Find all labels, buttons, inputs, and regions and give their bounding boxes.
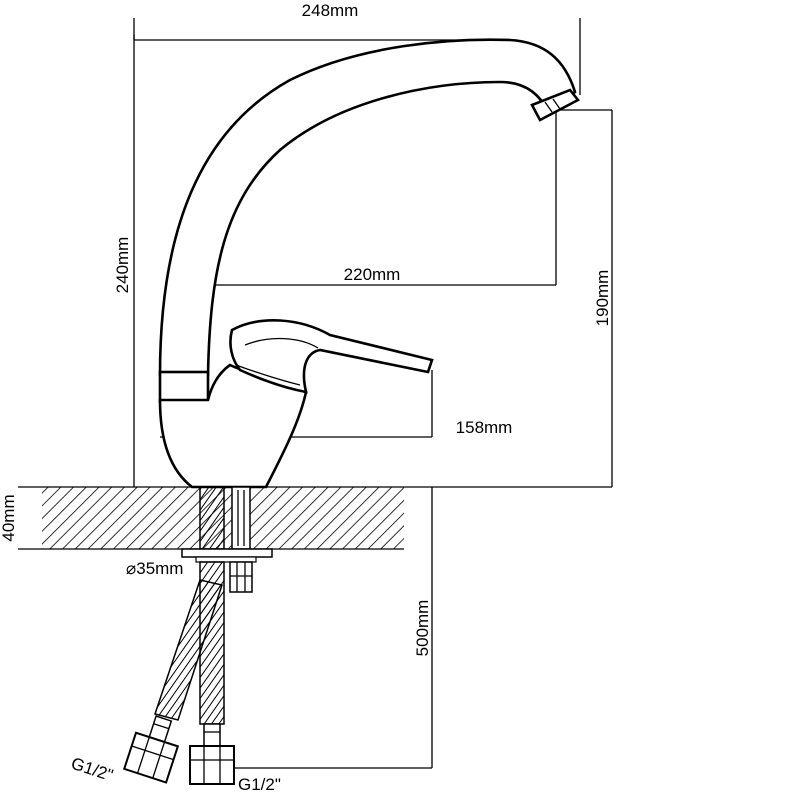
mounting-nut	[229, 561, 253, 593]
fitting-left	[122, 715, 180, 784]
dim-40: 40mm	[0, 494, 18, 541]
dim-240: 240mm	[113, 237, 132, 294]
dim-220: 220mm	[344, 265, 401, 284]
fitting-right	[189, 723, 235, 785]
dim-35: ⌀35mm	[126, 559, 183, 578]
extension-lines	[18, 18, 613, 769]
hose-left-top	[199, 486, 225, 550]
thread-label-right: G1/2"	[238, 775, 281, 794]
spout	[158, 38, 577, 377]
mounting-stud	[231, 486, 251, 550]
dim-190: 190mm	[593, 270, 612, 327]
swivel-collar	[158, 370, 210, 404]
mounting-plate	[181, 548, 273, 558]
dim-248: 248mm	[302, 1, 359, 20]
dim-500: 500mm	[413, 600, 432, 657]
hose-left	[154, 579, 223, 721]
aerator	[530, 88, 580, 122]
faucet-body	[158, 363, 308, 489]
dim-158: 158mm	[456, 418, 513, 437]
thread-label-left: G1/2"	[69, 754, 116, 785]
